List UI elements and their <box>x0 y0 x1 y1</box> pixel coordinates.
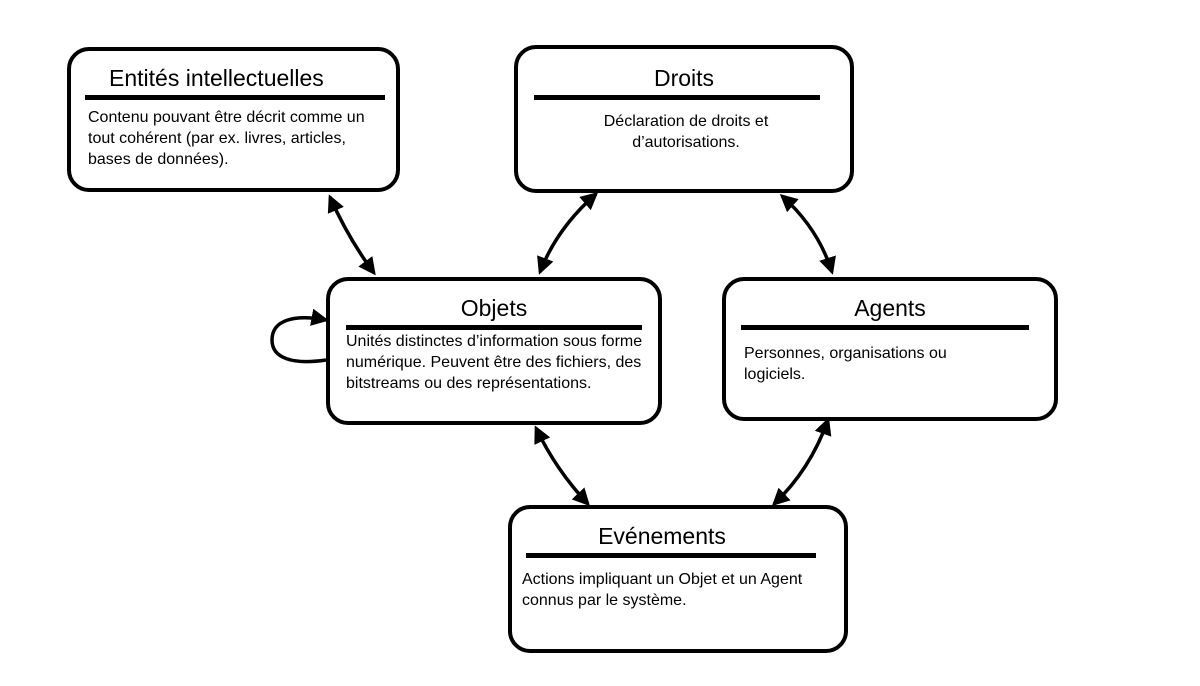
entity-title-droits: Droits <box>653 65 715 91</box>
title-rule-agents <box>741 325 1029 330</box>
title-rule-droits <box>534 95 820 100</box>
entity-box-droits: Droits Déclaration de droits et d’autori… <box>514 45 854 193</box>
entity-box-evenements: Evénements Actions impliquant un Objet e… <box>508 505 848 653</box>
entity-desc-evenements: Actions impliquant un Objet et un Agent … <box>522 571 803 609</box>
entity-desc-entites-intellectuelles: Contenu pouvant être décrit comme un tou… <box>88 109 365 168</box>
entity-box-agents: Agents Personnes, organisations ou logic… <box>722 277 1058 421</box>
entity-title-entites-intellectuelles: Entités intellectuelles <box>109 65 324 91</box>
entity-box-objets: Objets Unités distinctes d’information s… <box>326 277 662 425</box>
arrow-agents-evenements <box>771 417 832 507</box>
entity-desc-droits: Déclaration de droits et d’autorisations… <box>603 113 769 151</box>
title-rule-entites-intellectuelles <box>85 95 385 100</box>
entity-title-objets: Objets <box>460 295 528 321</box>
title-rule-objets <box>346 325 642 330</box>
arrow-droits-agents <box>779 194 836 275</box>
title-rule-evenements <box>526 553 816 558</box>
entity-desc-objets: Unités distinctes d’information sous for… <box>346 333 643 392</box>
entity-title-evenements: Evénements <box>598 523 726 549</box>
arrow-entites-objets <box>327 194 376 276</box>
arrow-objets-self-loop <box>270 308 329 364</box>
arrow-objets-evenements <box>534 425 590 507</box>
entity-title-agents: Agents <box>854 295 926 321</box>
entity-box-entites-intellectuelles: Entités intellectuelles Contenu pouvant … <box>67 47 400 192</box>
arrow-objets-droits <box>537 192 599 275</box>
entity-desc-agents: Personnes, organisations ou logiciels. <box>744 345 947 383</box>
